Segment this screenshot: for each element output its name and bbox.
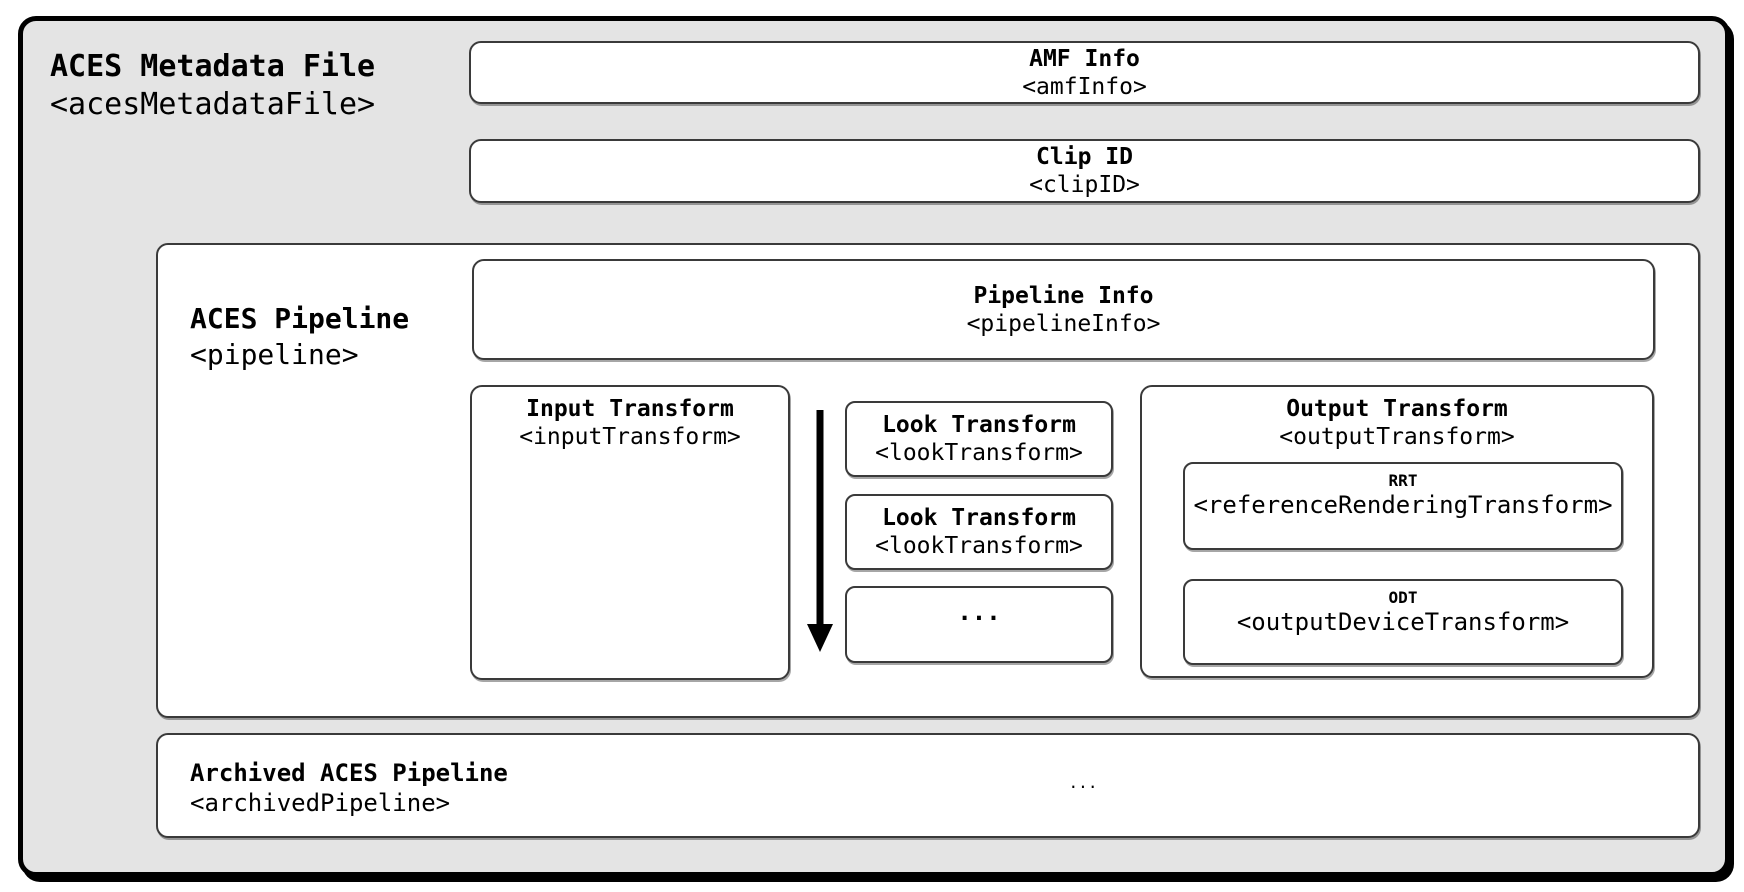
clip-id-label: Clip ID	[1036, 144, 1133, 170]
aces-metadata-file-container: ACES Metadata File <acesMetadataFile> AM…	[18, 16, 1730, 877]
odt-tag: <outputDeviceTransform>	[1236, 608, 1570, 636]
output-transform-box: Output Transform <outputTransform> RRT <…	[1140, 385, 1654, 678]
look-transform-ellipsis-box: ...	[845, 586, 1113, 663]
amf-info-box: AMF Info <amfInfo>	[469, 41, 1700, 104]
rrt-label: RRT	[1388, 471, 1418, 490]
archived-pipeline-heading: Archived ACES Pipeline <archivedPipeline…	[190, 758, 508, 818]
input-transform-label: Input Transform	[526, 396, 734, 422]
arrow-shaft	[816, 410, 824, 626]
look-transform-tag: <lookTransform>	[875, 440, 1083, 466]
aces-pipeline-heading: ACES Pipeline <pipeline>	[190, 301, 409, 373]
look-transform-ellipsis: ...	[957, 598, 1001, 626]
archived-pipeline-ellipsis: ...	[1068, 773, 1098, 792]
archived-pipeline-tag: <archivedPipeline>	[190, 789, 451, 817]
amf-info-tag: <amfInfo>	[1022, 73, 1147, 100]
amf-info-label: AMF Info	[1029, 45, 1140, 72]
aces-metadata-file-tag: <acesMetadataFile>	[50, 87, 376, 122]
flow-arrow-down-icon	[807, 410, 833, 652]
input-transform-box: Input Transform <inputTransform>	[470, 385, 790, 680]
pipeline-info-label: Pipeline Info	[973, 282, 1154, 309]
look-transform-box-1: Look Transform <lookTransform>	[845, 401, 1113, 477]
clip-id-tag: <clipID>	[1029, 172, 1140, 198]
odt-label: ODT	[1388, 588, 1418, 607]
clip-id-box: Clip ID <clipID>	[469, 139, 1700, 203]
aces-metadata-file-heading: ACES Metadata File <acesMetadataFile>	[50, 48, 375, 124]
archived-aces-pipeline-box: Archived ACES Pipeline <archivedPipeline…	[156, 733, 1700, 838]
pipeline-info-tag: <pipelineInfo>	[966, 310, 1161, 337]
look-transform-label: Look Transform	[882, 505, 1076, 531]
output-transform-tag: <outputTransform>	[1279, 424, 1515, 450]
look-transform-tag: <lookTransform>	[875, 533, 1083, 559]
output-transform-label: Output Transform	[1286, 396, 1508, 422]
aces-pipeline-box: ACES Pipeline <pipeline> Pipeline Info <…	[156, 243, 1700, 718]
aces-metadata-file-title: ACES Metadata File	[50, 49, 376, 84]
archived-pipeline-title: Archived ACES Pipeline	[190, 759, 508, 787]
look-transform-box-2: Look Transform <lookTransform>	[845, 494, 1113, 570]
arrow-head	[807, 624, 833, 652]
rrt-tag: <referenceRenderingTransform>	[1193, 491, 1613, 519]
odt-box: ODT <outputDeviceTransform>	[1183, 579, 1623, 665]
look-transform-label: Look Transform	[882, 412, 1076, 438]
aces-pipeline-tag: <pipeline>	[190, 338, 359, 371]
pipeline-info-box: Pipeline Info <pipelineInfo>	[472, 259, 1655, 360]
input-transform-tag: <inputTransform>	[519, 424, 741, 450]
aces-pipeline-title: ACES Pipeline	[190, 302, 410, 335]
rrt-box: RRT <referenceRenderingTransform>	[1183, 462, 1623, 550]
